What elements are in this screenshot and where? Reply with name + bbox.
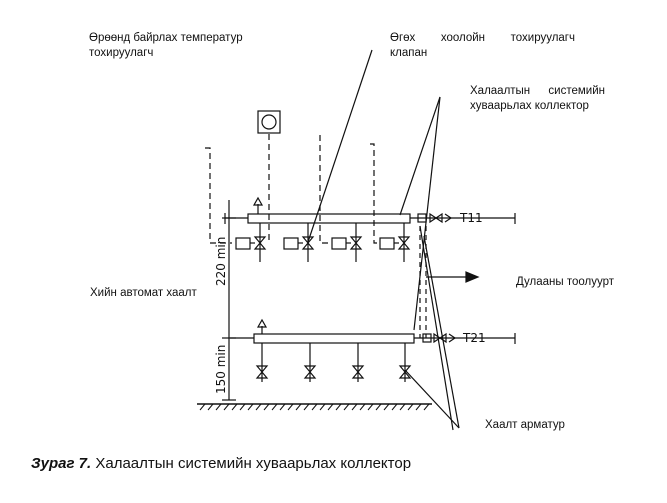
actuator-icon — [283, 237, 299, 250]
leader-lines — [307, 49, 460, 431]
shutoff-leader-right — [423, 235, 460, 429]
return-outlet-1 — [255, 343, 269, 382]
room-temperature-controller-label: Өрөөнд байрлах температур тохируулагч — [89, 31, 289, 61]
heat-meter-arrow-icon — [465, 271, 480, 283]
supply-outlet-2 — [283, 223, 315, 262]
return-shutoff-valve-icon — [433, 332, 447, 344]
heat-meter-label: Дулааны тоолуурт — [516, 276, 615, 288]
heat-meter-connection — [419, 226, 480, 338]
dimension-line — [222, 200, 236, 401]
return-outlet-2 — [303, 343, 317, 382]
return-manifold — [230, 318, 516, 344]
supply-outlet-4 — [379, 223, 411, 262]
supply-valve-label: Өгөх хоолойн тохируулагч клапан — [390, 31, 575, 61]
dimension-upper-label: 220 min — [214, 237, 228, 286]
figure-caption-prefix: Зураг 7. — [31, 455, 92, 472]
floor — [197, 403, 432, 411]
dimension-lower-label: 150 min — [214, 345, 228, 394]
supply-valve-leader — [307, 49, 373, 243]
control-line-1 — [205, 147, 232, 244]
shutoff-leader-left — [404, 369, 460, 429]
return-outlet-3 — [351, 343, 365, 382]
control-line-4 — [370, 143, 380, 244]
thermostat-dial-icon — [261, 114, 277, 130]
outlet-valve-icon — [253, 236, 267, 250]
return-manifold-pipe — [253, 333, 415, 344]
outlet-valve-icon — [397, 236, 411, 250]
manifold-label: Халаалтын системийн хуваарьлах коллектор — [470, 84, 605, 114]
actuator-icon — [379, 237, 395, 250]
supply-outlet-3 — [331, 223, 363, 262]
outlet-valve-icon — [351, 365, 365, 379]
outlet-valve-icon — [303, 365, 317, 379]
supply-check-arrow-icon — [444, 213, 453, 223]
actuator-icon — [235, 237, 251, 250]
thermostat-box-icon — [257, 110, 281, 134]
room-thermostat — [257, 110, 281, 240]
manifold-leader-upper — [399, 96, 441, 216]
return-outlets — [255, 343, 412, 382]
return-fitting-icon — [422, 333, 432, 343]
control-lines — [205, 135, 380, 244]
supply-valve-label-line2: клапан — [390, 47, 428, 59]
manifold-label-line1: Халаалтын системийн — [470, 85, 605, 97]
supply-shutoff-valve-icon — [429, 212, 443, 224]
outlet-valve-icon — [255, 365, 269, 379]
floor-hatching — [199, 403, 430, 411]
outlet-valve-icon — [301, 236, 315, 250]
figure-caption: Зураг 7. Халаалтын системийн хуваарьлах … — [31, 455, 411, 472]
manifold-leader-lower — [413, 96, 441, 331]
room-temperature-controller-label-line1: Өрөөнд байрлах температур — [89, 32, 243, 44]
supply-manifold-pipe — [247, 213, 411, 224]
return-pipe-tag: T21 — [462, 331, 486, 345]
actuator-icon — [331, 237, 347, 250]
return-check-arrow-icon — [448, 333, 457, 343]
figure-caption-text: Халаалтын системийн хуваарьлах коллектор — [95, 455, 412, 472]
supply-air-vent-icon — [252, 196, 264, 206]
control-line-3 — [319, 135, 332, 244]
shutoff-leader-mid — [419, 225, 454, 431]
room-temperature-controller-label-line2: тохируулагч — [89, 47, 154, 59]
return-air-vent-icon — [256, 318, 268, 328]
shutoff-valve-label: Хаалт арматур — [485, 419, 565, 431]
supply-meter-fitting-icon — [417, 213, 427, 223]
supply-outlets — [235, 223, 411, 262]
air-vent-label: Хийн автомат хаалт — [90, 287, 197, 299]
manifold-label-line2: хуваарьлах коллектор — [470, 100, 589, 112]
outlet-valve-icon — [398, 365, 412, 379]
outlet-valve-icon — [349, 236, 363, 250]
return-outlet-4 — [398, 343, 412, 382]
supply-pipe-tag: T11 — [459, 211, 483, 225]
supply-valve-label-line1: Өгөх хоолойн тохируулагч — [390, 32, 575, 44]
supply-outlet-1 — [235, 223, 267, 262]
